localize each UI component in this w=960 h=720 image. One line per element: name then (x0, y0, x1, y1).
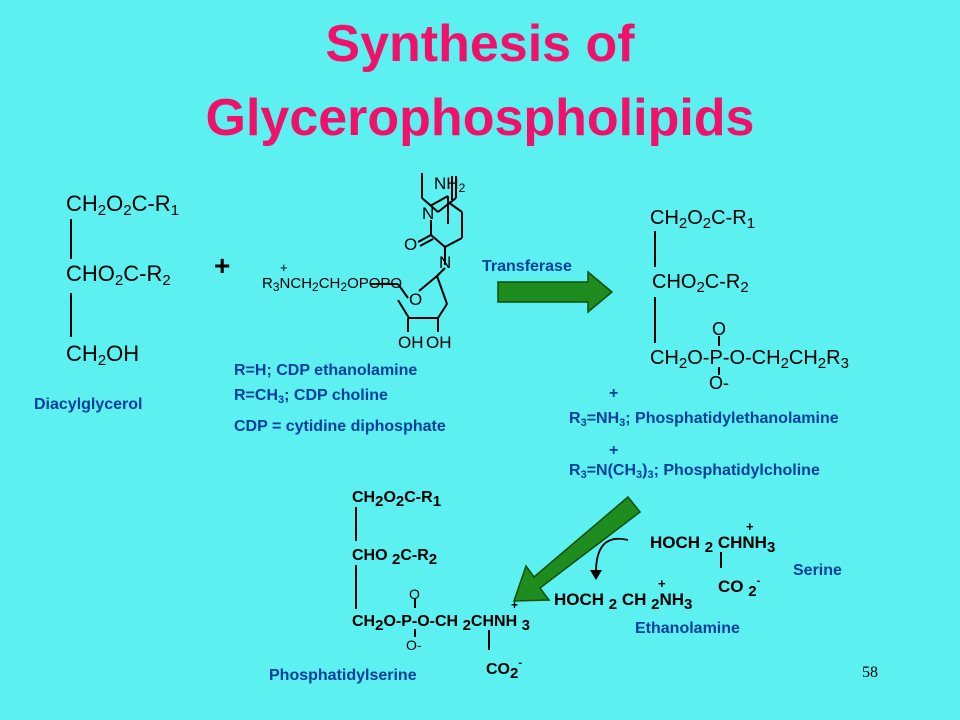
pe-plus: + (609, 385, 619, 402)
phosphatidylserine-synthase-arrow (512, 495, 642, 602)
serine-formula: HOCH 2 CHNH3 (650, 533, 776, 556)
dag-bond-1 (70, 219, 72, 259)
ribose-ring (370, 267, 448, 332)
dag-bond-2 (70, 293, 72, 337)
cdp-ethanolamine-label: R=H; CDP ethanolamine (234, 362, 418, 379)
product-row-1: CH2O2C-R1 (650, 207, 756, 232)
pe-label: R3=NH3; Phosphatidylethanolamine (569, 410, 839, 429)
ps-co2: CO2- (486, 657, 523, 682)
dag-row-1: CH2O2C-R1 (66, 191, 180, 219)
ribose-oh-2: OH (426, 333, 452, 352)
ps-bond-2 (355, 565, 357, 609)
transferase-label: Transferase (482, 258, 572, 275)
cytosine-nh2: NH2 (434, 174, 466, 195)
product-po-bond-2 (718, 367, 720, 375)
ps-phosphate-o-minus: O- (406, 637, 422, 653)
diacylglycerol-label: Diacylglycerol (34, 396, 143, 413)
cytosine-n3: N (422, 204, 435, 223)
cytosine-bonds (417, 195, 463, 265)
transferase-arrow (497, 270, 614, 314)
title-line-2: Glycerophospholipids (205, 89, 755, 147)
ps-row-2: CHO 2C-R2 (352, 547, 438, 568)
ps-phosphate-o: O (409, 586, 420, 602)
pc-plus: + (609, 442, 619, 459)
ps-co2-bond (488, 630, 490, 650)
product-row-2: CHO2C-R2 (652, 271, 749, 296)
product-row-3: CH2O-P-O-CH2CH2R3 (650, 347, 849, 372)
ethanolamine-label: Ethanolamine (635, 620, 740, 637)
product-po-bond (718, 336, 720, 346)
dag-row-2: CHO2C-R2 (66, 261, 171, 289)
ps-po-bond (414, 598, 416, 608)
product-bond-1 (654, 231, 656, 267)
ps-row-3: CH2O-P-O-CH 2CHNH 3 (352, 613, 530, 634)
ethanolamine-plus: + (658, 576, 666, 591)
cdp-definition: CDP = cytidine diphosphate (234, 418, 446, 435)
chain-plus: + (280, 260, 288, 275)
cytosine-o2: O (404, 235, 418, 254)
product-phosphate-o: O (712, 319, 727, 339)
product-bond-2 (654, 297, 656, 343)
cdp-choline-label: R=CH3; CDP choline (234, 387, 388, 406)
serine-label: Serine (793, 562, 842, 579)
pc-label: R3=N(CH3)3; Phosphatidylcholine (569, 462, 820, 481)
plus-sign: + (214, 250, 231, 281)
ps-po-bond-2 (414, 629, 416, 637)
page-number: 58 (862, 664, 878, 681)
ribose-oh-1: OH (398, 333, 424, 352)
ps-bond-1 (355, 507, 357, 541)
cdp-chain: R3NCH2CH2OPOPO (262, 275, 403, 294)
serine-co2: CO 2- (718, 575, 761, 600)
phosphatidylserine-label: Phosphatidylserine (269, 667, 417, 684)
title-line-1: Synthesis of (325, 15, 635, 73)
cytosine-n1: N (439, 253, 452, 272)
dag-row-3: CH2OH (66, 341, 140, 369)
serine-plus: + (746, 519, 754, 534)
ps-row-1: CH2O2C-R1 (352, 489, 442, 510)
ribose-o: O (409, 290, 423, 309)
ethanolamine-release-arrow (595, 537, 629, 576)
ethanolamine-formula: HOCH 2 CH 2NH3 (554, 590, 693, 613)
product-phosphate-o-minus: O- (709, 373, 729, 393)
ps-nh-plus: + (511, 598, 519, 612)
serine-co2-bond (720, 552, 722, 568)
